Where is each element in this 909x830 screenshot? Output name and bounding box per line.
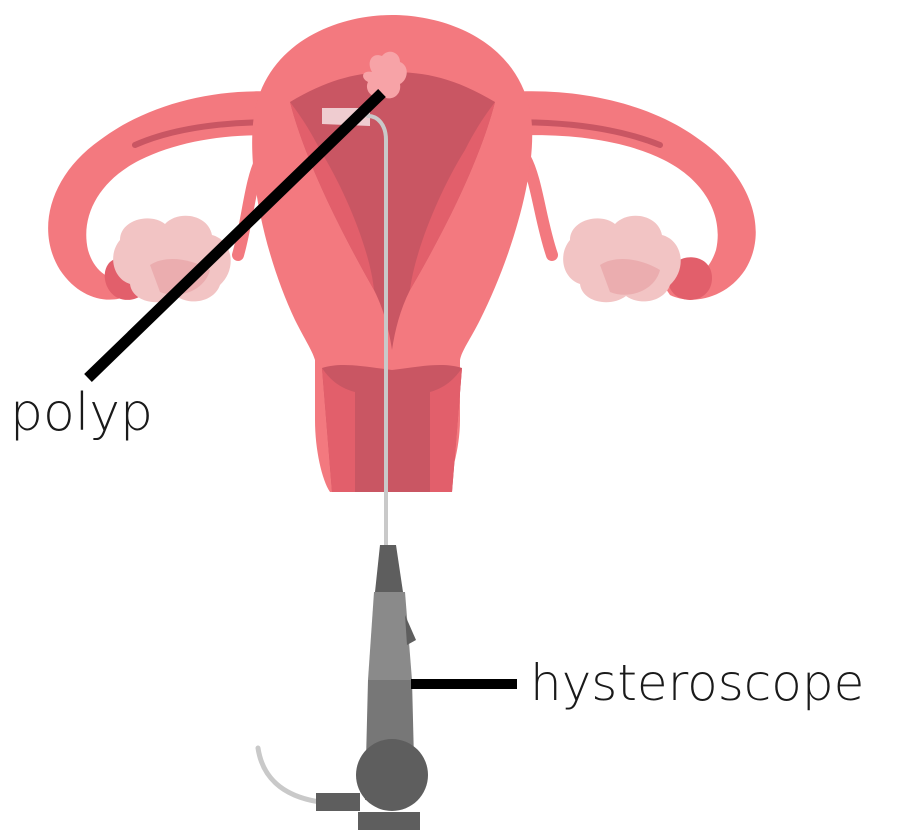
hysteroscope-shaft bbox=[368, 592, 412, 680]
ovarian-ligament-right bbox=[525, 158, 552, 255]
hysteroscope-cable bbox=[258, 748, 320, 802]
hysteroscope-tip bbox=[375, 545, 403, 592]
hysteroscope-cable-port bbox=[316, 793, 360, 811]
hysteroscope-light-knob bbox=[356, 739, 428, 811]
hysteroscope-label: hysteroscope bbox=[530, 654, 864, 712]
polyp-label: polyp bbox=[10, 383, 153, 443]
ovary-right bbox=[563, 216, 681, 302]
hysteroscope bbox=[258, 545, 428, 830]
hysteroscope-base bbox=[358, 812, 420, 830]
